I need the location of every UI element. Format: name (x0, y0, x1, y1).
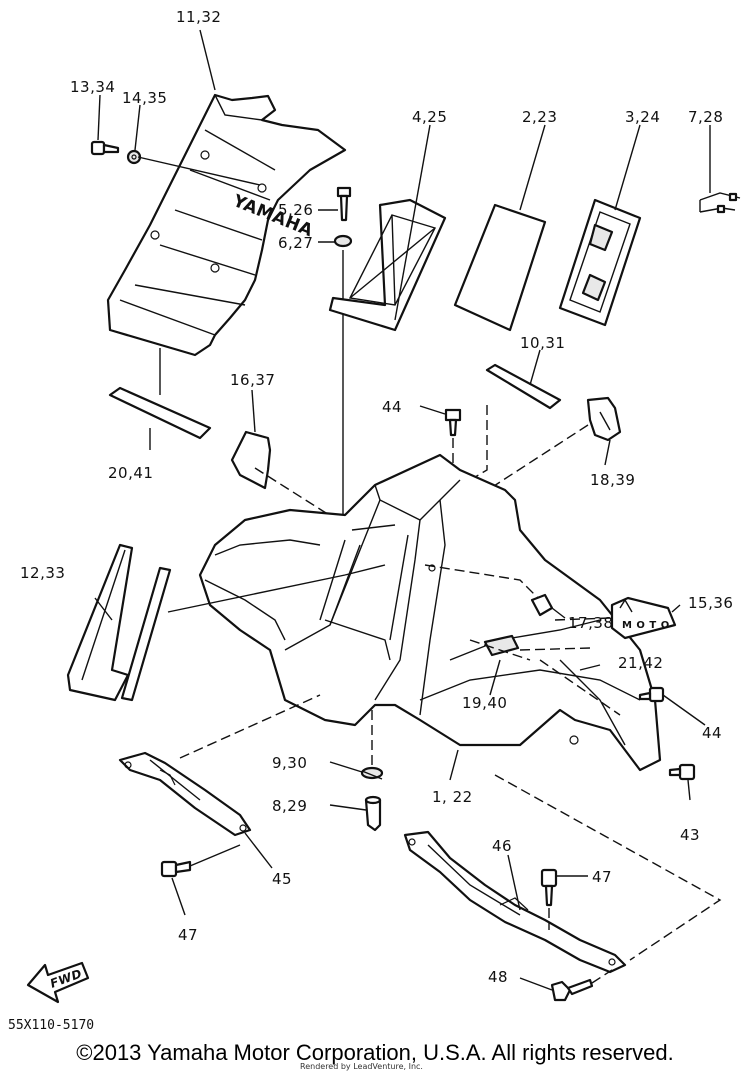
label-14-35: 14,35 (122, 89, 167, 107)
bolt-part-43[interactable] (668, 763, 696, 781)
bolt-part-44-right[interactable] (638, 686, 665, 703)
label-6-27: 6,27 (278, 234, 313, 252)
hose-part-8[interactable] (364, 795, 382, 832)
label-8-29: 8,29 (272, 797, 307, 815)
label-10-31: 10,31 (520, 334, 565, 352)
front-fender-part[interactable] (198, 453, 662, 772)
lens-part[interactable] (453, 203, 547, 332)
label-44-right: 44 (702, 724, 722, 742)
bolt-part-47-right[interactable] (540, 868, 558, 907)
label-48: 48 (488, 968, 508, 986)
bolt-part-48[interactable] (550, 978, 594, 1002)
emblem-text: M O T O (622, 620, 670, 631)
front-cover-part[interactable]: YAMAHA (106, 93, 347, 357)
label-44-top: 44 (382, 398, 402, 416)
seal-strip-part-12[interactable] (66, 543, 172, 702)
label-16-37: 16,37 (230, 371, 275, 389)
wire-harness-part[interactable] (699, 192, 741, 214)
label-9-30: 9,30 (272, 754, 307, 772)
label-18-39: 18,39 (590, 471, 635, 489)
emblem-part-15[interactable]: M O T O (610, 596, 677, 640)
bolt-part-13[interactable] (90, 140, 120, 156)
washer-part-14[interactable] (126, 149, 142, 165)
label-47-left: 47 (178, 926, 198, 944)
label-15-36: 15,36 (688, 594, 733, 612)
label-11-32: 11,32 (176, 8, 221, 26)
label-1-22: 1, 22 (432, 788, 473, 806)
sponge-block-part-10[interactable] (485, 363, 562, 410)
label-20-41: 20,41 (108, 464, 153, 482)
bracket-part-45[interactable] (118, 751, 252, 837)
label-5-26: 5,26 (278, 201, 313, 219)
document-number: 55X110-5170 (8, 1018, 95, 1033)
label-4-25: 4,25 (412, 108, 447, 126)
rendered-by-notice: Rendered by LeadVenture, Inc. (300, 1062, 423, 1071)
bracket-part-46[interactable] (403, 830, 627, 974)
label-19-40: 19,40 (462, 694, 507, 712)
label-47-right: 47 (592, 868, 612, 886)
label-7-28: 7,28 (688, 108, 723, 126)
label-2-23: 2,23 (522, 108, 557, 126)
screw-part-5[interactable] (336, 186, 352, 222)
seal-part-16[interactable] (230, 430, 272, 490)
grommet-part-18[interactable] (586, 396, 622, 442)
bolt-part-47-left[interactable] (160, 860, 192, 878)
label-12-33: 12,33 (20, 564, 65, 582)
label-45: 45 (272, 870, 292, 888)
meter-bracket-part[interactable] (328, 198, 447, 332)
sponge-block-part-20[interactable] (108, 386, 212, 440)
meter-panel-part[interactable] (558, 198, 642, 327)
bolt-part-44-top[interactable] (444, 408, 462, 437)
label-17-38: 17,38 (568, 614, 613, 632)
grommet-part-6[interactable] (333, 234, 353, 248)
label-46: 46 (492, 837, 512, 855)
label-3-24: 3,24 (625, 108, 660, 126)
copyright-notice: ©2013 Yamaha Motor Corporation, U.S.A. A… (76, 1040, 674, 1065)
forward-arrow-icon: FWD (26, 961, 90, 1004)
clamp-part-9[interactable] (360, 766, 384, 780)
label-21-42: 21,42 (618, 654, 663, 672)
label-13-34: 13,34 (70, 78, 115, 96)
label-43: 43 (680, 826, 700, 844)
